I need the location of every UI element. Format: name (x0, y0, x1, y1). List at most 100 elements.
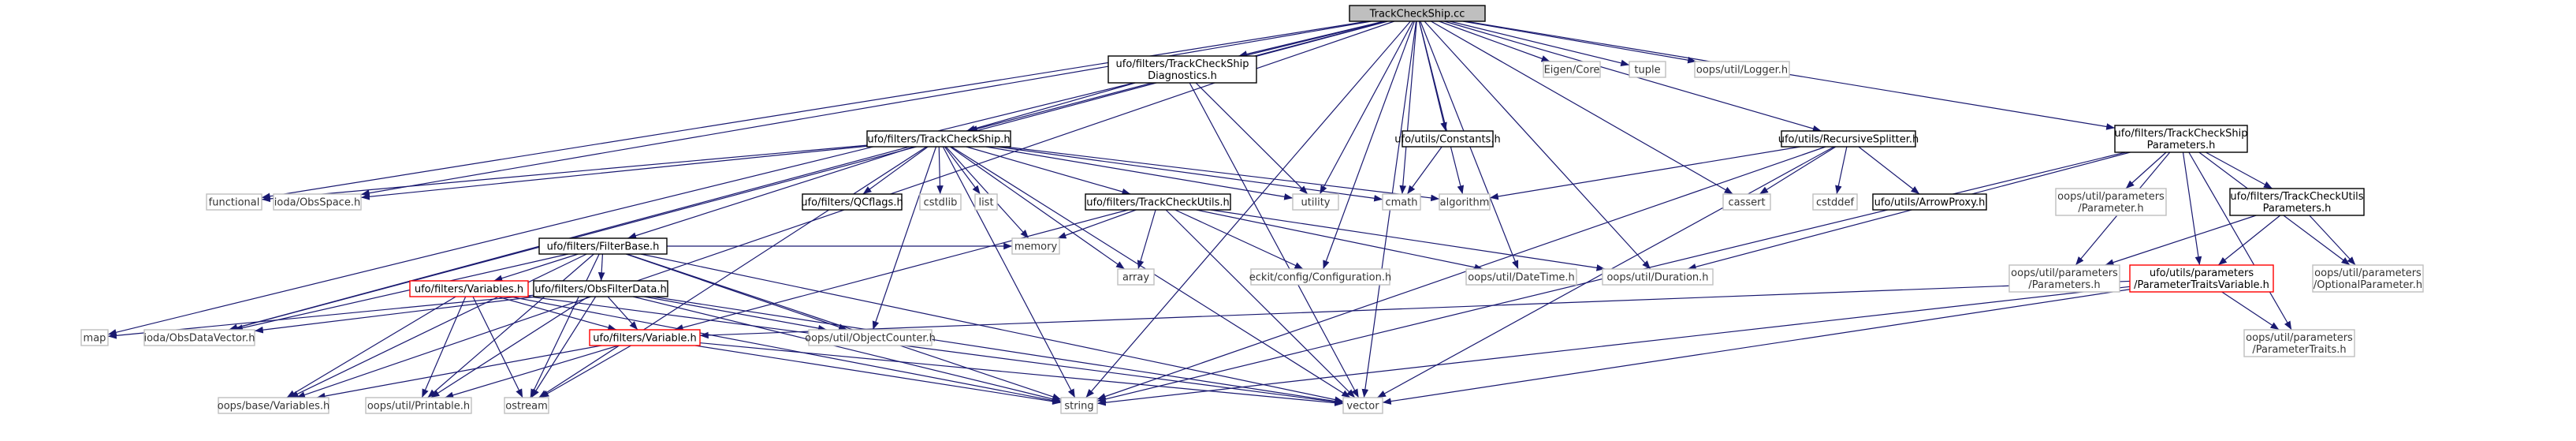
node-recsplit[interactable]: ufo/utils/RecursiveSplitter.h (1778, 130, 1919, 148)
edge-tcsh-to-qcflags (862, 146, 929, 195)
node-variable[interactable]: ufo/filters/Variable.h (589, 329, 701, 346)
edge-root-to-algorithm (1418, 21, 1465, 195)
node-arrowproxy[interactable]: ufo/utils/ArrowProxy.h (1872, 193, 1987, 211)
edge-filterbase-to-printable (427, 253, 594, 398)
edge-tcsh-to-cmath (996, 146, 1383, 202)
edge-recsplit-to-arrowproxy (1858, 146, 1920, 195)
node-label: ioda/ObsDataVector.h (143, 333, 255, 345)
node-functional: functional (206, 193, 262, 211)
node-list: list (974, 193, 998, 211)
node-box (1292, 193, 1339, 211)
edge-tcutils-to-duration (1210, 209, 1606, 271)
edge-diag-to-utility (1195, 82, 1308, 195)
edge-ptvar-to-vector (1382, 289, 2131, 405)
edge-tcsh-to-functional (261, 144, 868, 203)
node-box (1107, 55, 1257, 84)
node-label: ufo/filters/TrackCheckShip.h (867, 134, 1010, 146)
edge-filterbase-to-obsfilterdata (597, 253, 605, 282)
edge-obsfilterdata-to-obsdatavector (254, 296, 536, 334)
node-qcflags[interactable]: ufo/filters/QCflags.h (801, 193, 903, 211)
node-label: oops/util/parameters (2057, 191, 2165, 203)
node-box (1465, 268, 1577, 286)
edge-tcutils-to-array (1137, 209, 1156, 270)
node-label: oops/util/Printable.h (367, 401, 470, 413)
edge-obsfilterdata-to-ostream (530, 296, 597, 398)
node-box (504, 397, 549, 414)
edge-root-to-string (1085, 21, 1411, 398)
node-label: ufo/filters/TrackCheckUtils.h (1086, 197, 1230, 209)
node-duration: oops/util/Duration.h (1602, 268, 1714, 286)
edge-variable-to-ostream (540, 345, 631, 398)
edge-tcsparams-to-ptvar (2182, 151, 2202, 266)
node-label: ufo/filters/Variables.h (415, 284, 523, 296)
node-map: map (80, 329, 109, 346)
node-box (808, 329, 932, 346)
node-box (218, 397, 329, 414)
edge-variables-to-vector (527, 296, 1344, 405)
node-box (2008, 264, 2120, 293)
node-cassert: cassert (1722, 193, 1771, 211)
edge-recsplit-to-string (1096, 146, 1826, 400)
node-label: functional (209, 197, 260, 209)
node-cstdlib: cstdlib (919, 193, 962, 211)
edge-tcsh-to-objcounter (872, 146, 937, 331)
node-box (866, 130, 1011, 148)
edge-recsplit-to-algorithm (1489, 146, 1801, 200)
node-tcsh[interactable]: ufo/filters/TrackCheckShip.h (866, 130, 1011, 148)
node-box (919, 193, 962, 211)
node-box (2114, 125, 2248, 153)
node-box (1060, 397, 1098, 414)
node-tuple: tuple (1629, 61, 1666, 78)
node-label: Eigen/Core (1544, 65, 1600, 77)
node-box (1085, 193, 1231, 211)
node-box (365, 397, 472, 414)
edges-layer (107, 21, 2356, 406)
edge-tcsh-to-string (942, 146, 1076, 398)
edge-recsplit-to-cassert (1759, 146, 1837, 195)
edge-root-to-logger (1462, 21, 1697, 64)
node-objcounter: oops/util/ObjectCounter.h (805, 329, 936, 346)
edge-tcsh-to-array (949, 146, 1126, 270)
node-box (1781, 130, 1916, 148)
node-label: oops/base/Variables.h (218, 401, 329, 413)
node-variables[interactable]: ufo/filters/Variables.h (409, 280, 529, 297)
node-box (1342, 397, 1383, 414)
node-root[interactable]: TrackCheckShip.cc (1349, 5, 1486, 22)
edge-tcsparams-to-uparam (2125, 151, 2167, 189)
edge-filterbase-to-string (626, 253, 1062, 400)
node-tcutils[interactable]: ufo/filters/TrackCheckUtils.h (1085, 193, 1231, 211)
edge-tcsh-to-tcutils (966, 146, 1131, 196)
node-label: ioda/ObsSpace.h (274, 197, 360, 209)
node-obsfilterdata[interactable]: ufo/filters/ObsFilterData.h (533, 280, 668, 297)
node-label: /Parameters.h (2028, 279, 2100, 291)
node-label: oops/util/Logger.h (1696, 65, 1788, 77)
node-string: string (1060, 397, 1098, 414)
node-label: oops/util/parameters (2246, 332, 2353, 344)
edge-ptvar-to-variable (699, 280, 2131, 339)
node-filterbase[interactable]: ufo/filters/FilterBase.h (538, 237, 668, 255)
edge-diag-to-vector (1189, 82, 1360, 398)
node-array: array (1117, 268, 1155, 286)
node-box (2129, 264, 2274, 293)
node-label: ufo/filters/TrackCheckUtils (2230, 191, 2363, 203)
node-label: ostream (505, 401, 548, 413)
edge-obsfilterdata-to-objcounter (644, 296, 827, 332)
edge-root-to-eigen (1439, 21, 1550, 62)
edge-obsfilterdata-to-string (632, 296, 1062, 403)
edge-tcsparams-to-ptraits (2188, 151, 2292, 331)
node-label: tuple (1634, 65, 1660, 77)
node-box (1250, 268, 1390, 286)
node-box (1349, 5, 1486, 22)
node-label: array (1122, 272, 1149, 284)
node-ptvar[interactable]: ufo/utils/parameters/ParameterTraitsVari… (2129, 264, 2274, 293)
edge-obsfilterdata-to-variable (607, 296, 638, 331)
node-box (1872, 193, 1987, 211)
node-const[interactable]: ufo/utils/Constants.h (1394, 130, 1501, 148)
node-label: ufo/utils/ArrowProxy.h (1874, 197, 1986, 209)
edge-obsfilterdata-to-vector (652, 296, 1344, 405)
edge-root-to-duration (1424, 21, 1651, 270)
